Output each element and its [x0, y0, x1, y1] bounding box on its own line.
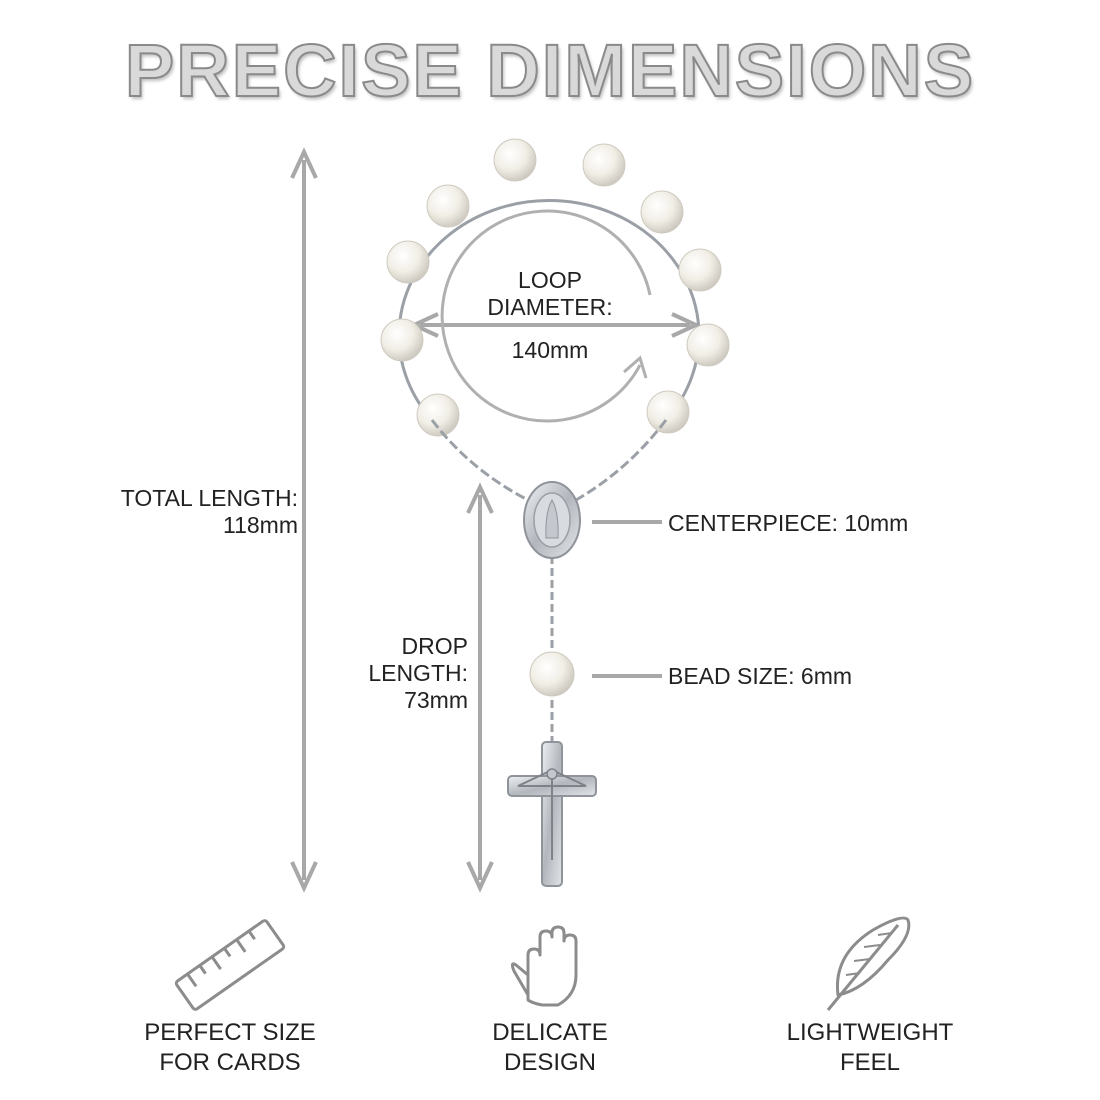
pearl-bead: [426, 184, 470, 228]
loop-diameter-value: 140mm: [511, 337, 589, 363]
total-length-arrow: [290, 147, 318, 893]
centerpiece-label: CENTERPIECE: 10mm: [668, 510, 909, 536]
centerpiece-medal: [523, 481, 581, 559]
ruler-icon: [174, 919, 286, 1011]
bead-loop: [380, 138, 730, 437]
feature-line1: PERFECT SIZE: [144, 1019, 316, 1046]
total-length-label: TOTAL LENGTH:: [120, 485, 298, 511]
pearl-bead: [678, 248, 722, 292]
single-pearl-bead: [529, 651, 575, 697]
pearl-bead: [493, 138, 537, 182]
loop-circle-guide: [440, 209, 652, 423]
hand-icon: [510, 925, 578, 1007]
page-title: PRECISE DIMENSIONS: [124, 28, 976, 113]
feature-line2: FEEL: [839, 1049, 901, 1076]
feature-delicate-design: DELICATE DESIGN: [430, 1018, 670, 1078]
pearl-bead: [380, 318, 424, 362]
crucifix: [507, 741, 597, 887]
loop-diameter-label-line2: DIAMETER:: [487, 294, 613, 320]
loop-diameter-label-line1: LOOP: [518, 267, 582, 293]
feature-line1: DELICATE: [492, 1019, 608, 1046]
pearl-bead: [386, 240, 430, 284]
pearl-bead: [686, 323, 730, 367]
pearl-bead: [416, 393, 460, 437]
feature-lightweight-feel: LIGHTWEIGHT FEEL: [750, 1018, 990, 1078]
feature-line2: DESIGN: [503, 1049, 596, 1076]
feather-icon: [826, 916, 911, 1011]
feature-perfect-size: PERFECT SIZE FOR CARDS: [110, 1018, 350, 1078]
feature-line2: FOR CARDS: [159, 1049, 301, 1076]
total-length-value: 118mm: [223, 512, 298, 538]
drop-length-label-line1: DROP: [401, 633, 468, 659]
drop-length-value: 73mm: [404, 687, 468, 713]
chain-links: [430, 419, 668, 745]
pearl-bead: [646, 390, 690, 434]
pearl-bead: [640, 190, 684, 234]
pearl-bead: [582, 143, 626, 187]
drop-length-arrow: [466, 482, 494, 893]
feature-line1: LIGHTWEIGHT: [786, 1019, 954, 1046]
drop-length-label-line2: LENGTH:: [368, 660, 468, 686]
bead-size-label: BEAD SIZE: 6mm: [668, 663, 853, 689]
